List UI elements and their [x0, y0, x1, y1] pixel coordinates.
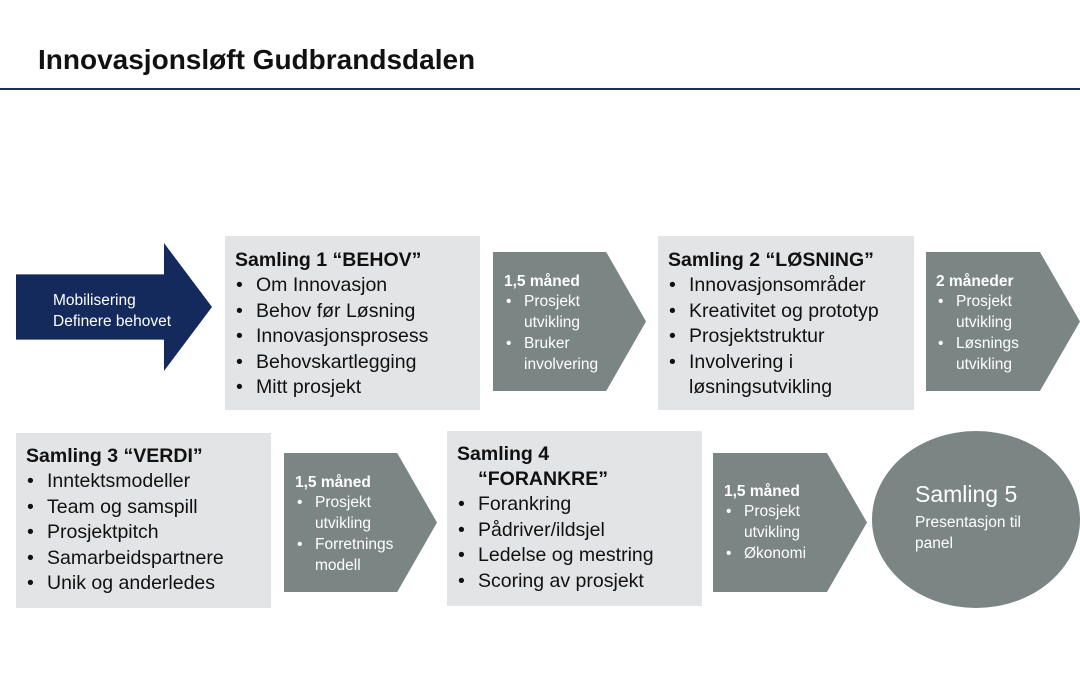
list-item: Unik og anderledes: [26, 571, 265, 597]
list-item: Scoring av prosjekt: [457, 569, 696, 595]
samling-4-title-line-2: “FORANKRE”: [478, 468, 608, 490]
interval-4-list: Prosjekt utvikling Økonomi: [724, 501, 824, 564]
interval-arrow-3: 1,5 måned Prosjekt utvikling Forretnings…: [284, 453, 437, 592]
list-item: Prosjekt utvikling: [936, 291, 1036, 333]
page-title: Innovasjonsløft Gudbrandsdalen: [38, 44, 476, 75]
list-item: Innovasjonsprosess: [235, 324, 472, 350]
interval-4-duration: 1,5 måned: [724, 483, 800, 500]
samling-4-box: Samling 4 “FORANKRE” Forankring Pådriver…: [447, 431, 702, 606]
interval-arrow-2: 2 måneder Prosjekt utvikling Løsnings ut…: [926, 252, 1080, 391]
list-item: Om Innovasjon: [235, 273, 472, 299]
list-item: Innovasjonsområder: [668, 273, 908, 299]
list-item: Prosjektstruktur: [668, 324, 908, 350]
list-item: Løsnings utvikling: [936, 333, 1036, 375]
interval-arrow-4: 1,5 måned Prosjekt utvikling Økonomi: [713, 453, 867, 592]
list-item: Ledelse og mestring: [457, 543, 696, 569]
samling-2-list: Innovasjonsområder Kreativitet og protot…: [668, 273, 908, 401]
samling-2-title: Samling 2 “LØSNING”: [668, 249, 874, 271]
list-item: Pådriver/ildsjel: [457, 518, 696, 544]
list-item: Prosjektpitch: [26, 520, 265, 546]
list-item: Mitt prosjekt: [235, 375, 472, 401]
samling-1-list: Om Innovasjon Behov før Løsning Innovasj…: [235, 273, 472, 401]
mobilisering-line-2: Definere behovet: [53, 313, 172, 330]
list-item: Kreativitet og prototyp: [668, 299, 908, 325]
list-item: Forretnings modell: [295, 534, 405, 576]
list-item: Team og samspill: [26, 495, 265, 521]
title-divider: [0, 88, 1080, 90]
list-item: Inntektsmodeller: [26, 469, 265, 495]
samling-4-list: Forankring Pådriver/ildsjel Ledelse og m…: [457, 492, 696, 594]
list-item: Forankring: [457, 492, 696, 518]
interval-2-list: Prosjekt utvikling Løsnings utvikling: [936, 291, 1036, 375]
list-item: Prosjekt utvikling: [504, 291, 604, 333]
list-item: Behov før Løsning: [235, 299, 472, 325]
interval-3-list: Prosjekt utvikling Forretnings modell: [295, 492, 405, 576]
list-item: Prosjekt utvikling: [724, 501, 824, 543]
samling-1-box: Samling 1 “BEHOV” Om Innovasjon Behov fø…: [225, 236, 480, 410]
samling-3-title: Samling 3 “VERDI”: [26, 445, 203, 467]
samling-3-box: Samling 3 “VERDI” Inntektsmodeller Team …: [16, 433, 271, 608]
list-item: Involvering i løsningsutvikling: [668, 350, 854, 401]
list-item: Prosjekt utvikling: [295, 492, 405, 534]
interval-1-duration: 1,5 måned: [504, 273, 580, 290]
list-item: Behovskartlegging: [235, 350, 472, 376]
list-item: Økonomi: [724, 543, 824, 564]
samling-1-title: Samling 1 “BEHOV”: [235, 249, 422, 271]
mobilisering-line-1: Mobilisering: [53, 292, 136, 309]
interval-1-list: Prosjekt utvikling Bruker involvering: [504, 291, 604, 375]
interval-arrow-1: 1,5 måned Prosjekt utvikling Bruker invo…: [493, 252, 646, 391]
list-item: Bruker involvering: [504, 333, 604, 375]
interval-2-duration: 2 måneder: [936, 273, 1014, 290]
samling-3-list: Inntektsmodeller Team og samspill Prosje…: [26, 469, 265, 597]
list-item: Samarbeidspartnere: [26, 546, 265, 572]
mobilisering-text: Mobilisering Definere behovet: [53, 290, 171, 332]
samling-2-box: Samling 2 “LØSNING” Innovasjonsområder K…: [658, 236, 914, 410]
samling-5-subtitle: Presentasjon til panel: [915, 514, 1021, 552]
samling-5-title: Samling 5: [915, 481, 1018, 507]
samling-5-circle: [872, 431, 1080, 608]
interval-3-duration: 1,5 måned: [295, 474, 371, 491]
samling-4-title-line-1: Samling 4: [457, 443, 550, 465]
